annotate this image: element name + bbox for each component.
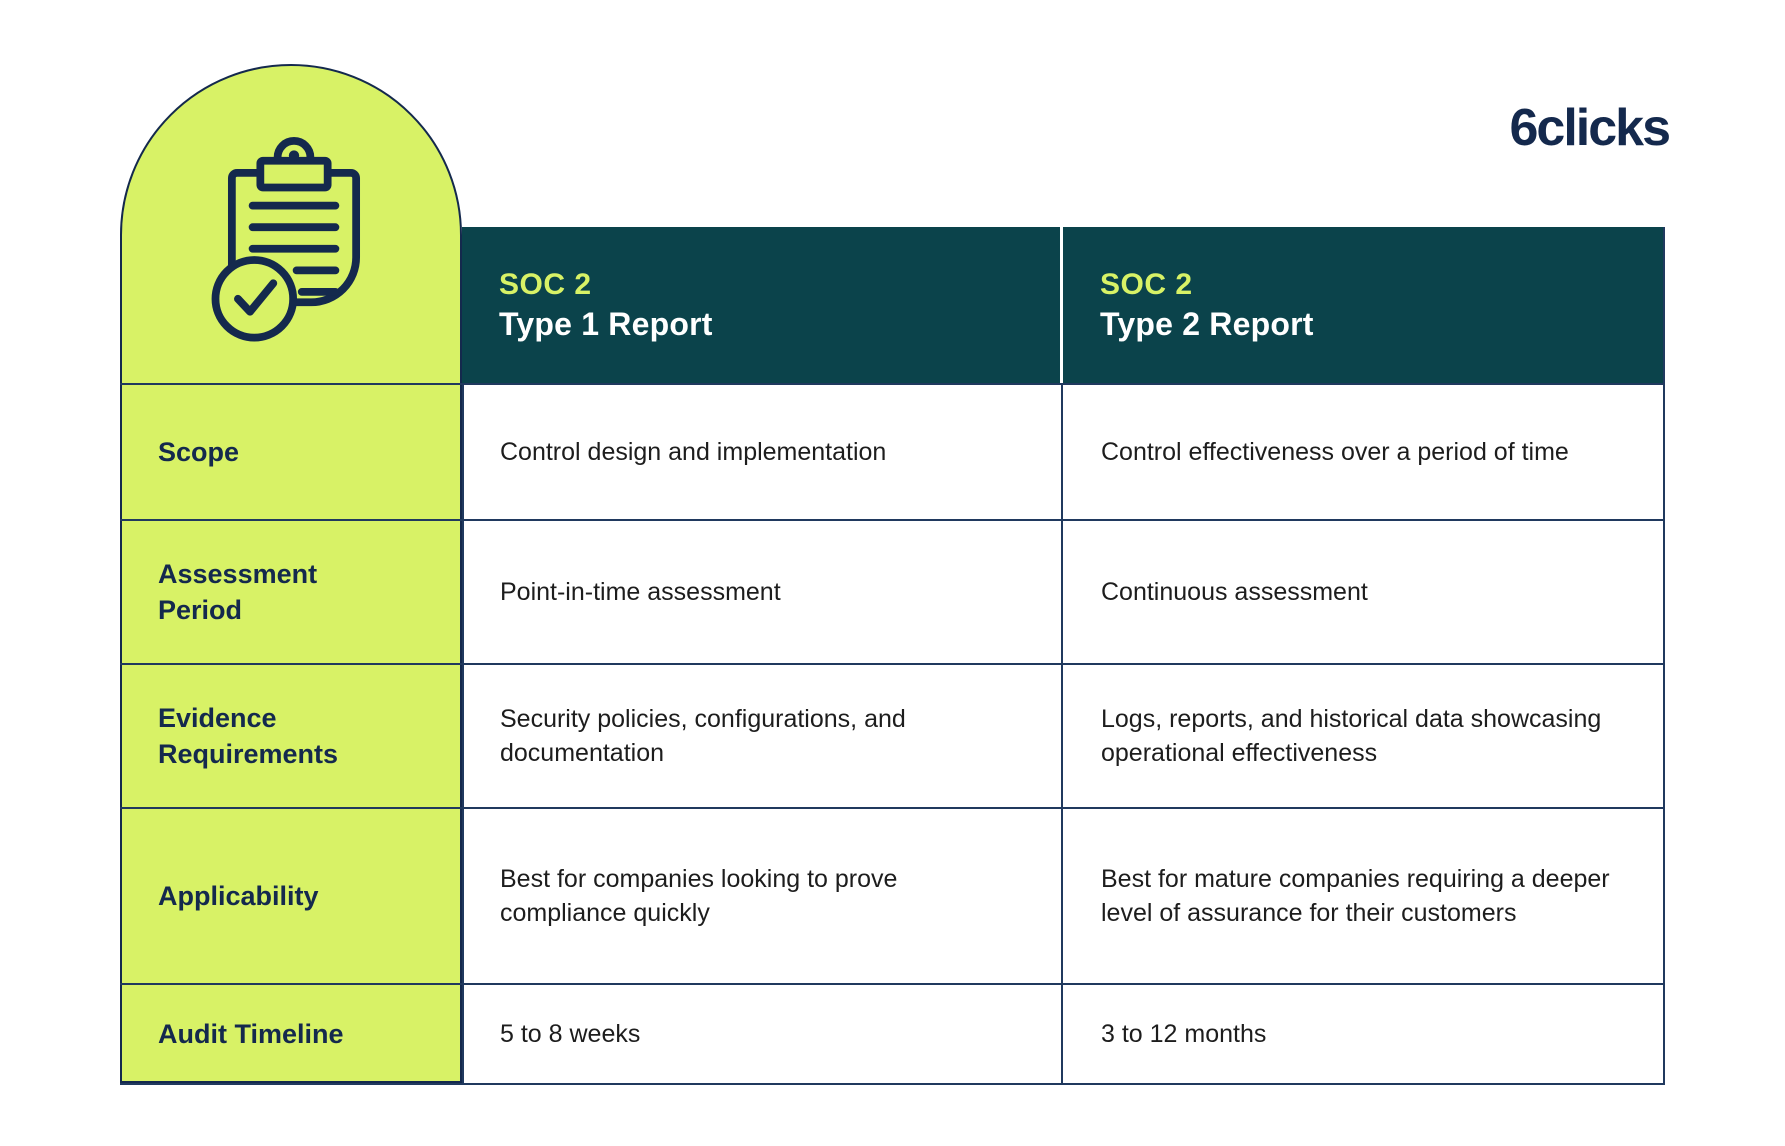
clipboard-check-icon (211, 137, 361, 342)
type2-cell: Logs, reports, and historical data showc… (1063, 665, 1665, 807)
type1-cell: Point-in-time assessment (462, 521, 1063, 663)
type2-cell: Best for mature companies requiring a de… (1063, 809, 1665, 983)
column-title: Type 2 Report (1100, 305, 1314, 342)
type1-cell: 5 to 8 weeks (462, 985, 1063, 1083)
row-label: Scope (158, 436, 240, 467)
comparison-table: SOC 2 Type 1 Report SOC 2 Type 2 Report … (120, 227, 1665, 1085)
table-row-audit-timeline: Audit Timeline 5 to 8 weeks 3 to 12 mont… (120, 985, 1665, 1085)
soc2-badge: SOC 2 (1100, 267, 1193, 301)
type2-cell: 3 to 12 months (1063, 985, 1665, 1083)
column-title: Type 1 Report (499, 305, 713, 342)
type1-cell: Security policies, configurations, and d… (462, 665, 1063, 807)
column-header-type1: SOC 2 Type 1 Report (462, 227, 1063, 383)
6clicks-logo: 6clicks (1509, 99, 1671, 157)
row-label: Applicability (158, 880, 319, 911)
type2-cell: Control effectiveness over a period of t… (1063, 385, 1665, 519)
type2-cell: Continuous assessment (1063, 521, 1665, 663)
type1-cell: Control design and implementation (462, 385, 1063, 519)
type1-cell: Best for companies looking to prove comp… (462, 809, 1063, 983)
table-row-assessment-period: Assessment Period Point-in-time assessme… (120, 521, 1665, 665)
table-row-scope: Scope Control design and implementation … (120, 385, 1665, 521)
table-row-evidence-requirements: Evidence Requirements Security policies,… (120, 665, 1665, 809)
table-row-applicability: Applicability Best for companies looking… (120, 809, 1665, 985)
row-label: Audit Timeline (158, 1018, 344, 1049)
soc2-badge: SOC 2 (499, 267, 592, 301)
column-header-type2: SOC 2 Type 2 Report (1063, 227, 1665, 383)
row-label: Assessment Period (158, 558, 318, 625)
row-label: Evidence Requirements (158, 702, 339, 769)
table-header-row: SOC 2 Type 1 Report SOC 2 Type 2 Report (462, 227, 1665, 383)
arch-panel (120, 64, 462, 1083)
table-body: Scope Control design and implementation … (120, 383, 1665, 1085)
